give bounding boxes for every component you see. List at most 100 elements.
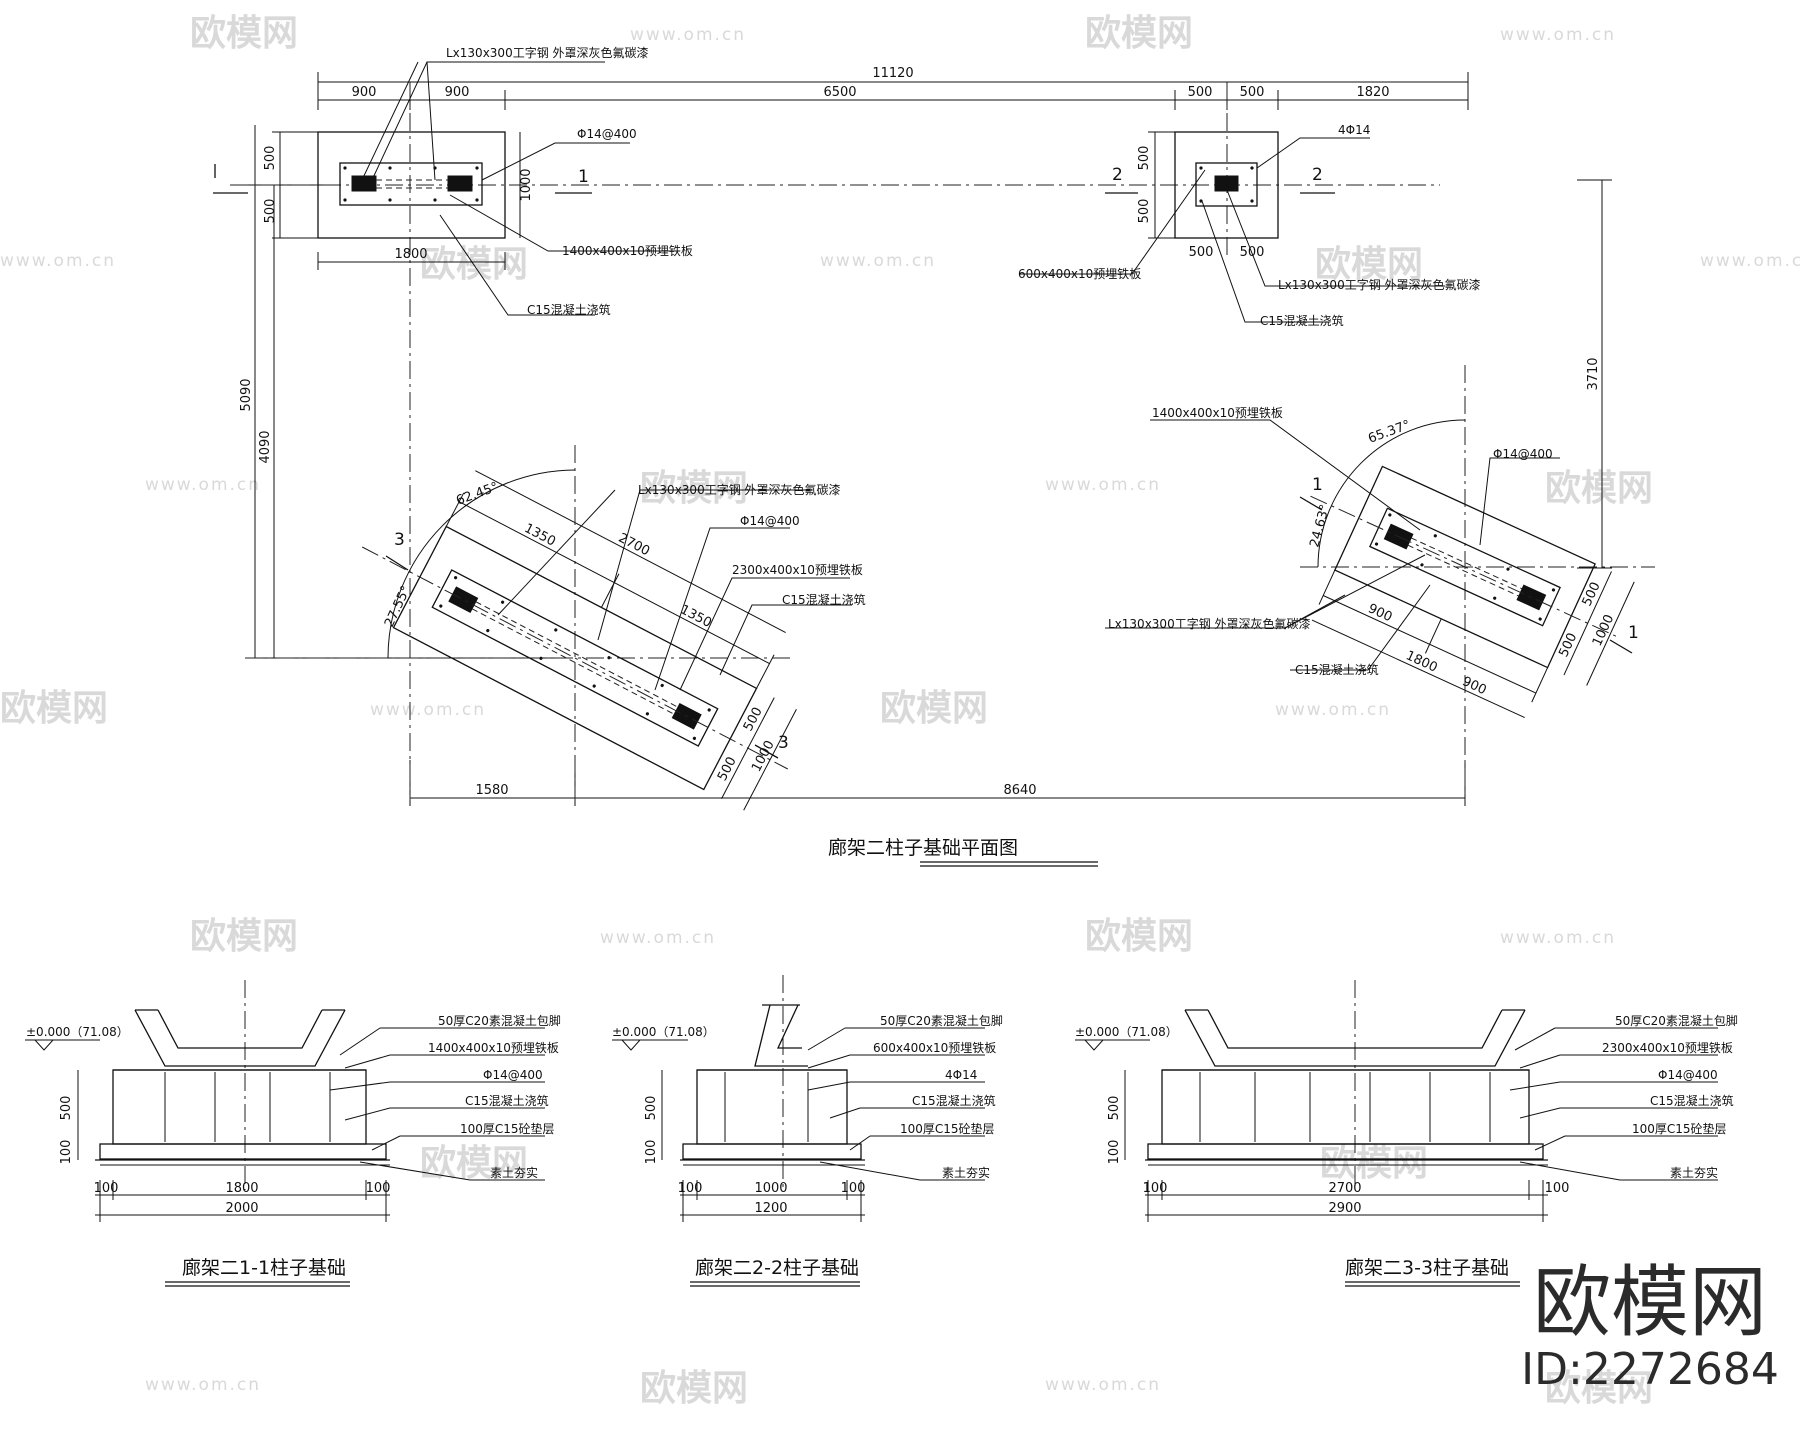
section-mark-1: 1 — [1628, 623, 1639, 643]
f2-dim-500: 500 — [1137, 146, 1152, 171]
sec2-note-0: 50厚C20素混凝土包脚 — [880, 1013, 1003, 1028]
watermark-site: www.om.cn — [370, 700, 486, 720]
dim-overall: 11120 — [872, 66, 913, 81]
f1-dim-500: 500 — [263, 199, 278, 224]
brand-id: ID:2272684 — [1521, 1344, 1779, 1395]
watermark-site: www.om.cn — [145, 475, 261, 495]
sec3-w100: 100 — [1545, 1181, 1570, 1196]
sec2-w100: 100 — [678, 1181, 703, 1196]
note-c15: C15混凝土浇筑 — [527, 302, 611, 317]
sec1-note-3: C15混凝土浇筑 — [465, 1093, 549, 1108]
sec1-note-1: 1400x400x10预埋铁板 — [428, 1041, 559, 1055]
sec2-title: 廊架二2-2柱子基础 — [695, 1257, 859, 1279]
angle-24: 24.63° — [1307, 503, 1333, 549]
level-mark: ±0.000（71.08） — [1075, 1025, 1178, 1039]
dim-5090: 5090 — [239, 378, 254, 411]
watermark-site: www.om.cn — [1500, 25, 1616, 45]
dim-4090: 4090 — [258, 430, 273, 463]
f4-dim-1800: 1800 — [1403, 648, 1439, 675]
f4-dim-500: 500 — [1556, 631, 1580, 660]
section-mark-2: 2 — [1312, 165, 1323, 185]
sec2-note-4: 100厚C15砼垫层 — [900, 1121, 995, 1136]
sec1-note-4: 100厚C15砼垫层 — [460, 1121, 555, 1136]
watermark-site: www.om.cn — [0, 251, 116, 271]
f3-dim-500: 500 — [741, 705, 766, 734]
watermark-site: www.om.cn — [1700, 251, 1800, 271]
f3-dim-2700: 2700 — [616, 531, 652, 560]
note-steel: Lx130x300工字钢 外罩深灰色氟碳漆 — [1108, 616, 1311, 631]
sec1-w-inner: 1800 — [225, 1181, 258, 1196]
sec1-note-0: 50厚C20素混凝土包脚 — [438, 1013, 561, 1028]
sec3-note-1: 2300x400x10预埋铁板 — [1602, 1041, 1733, 1055]
sec1-w100: 100 — [366, 1181, 391, 1196]
section-mark-3: 3 — [394, 530, 405, 550]
f2-dim-500: 500 — [1189, 245, 1214, 260]
watermark-brand: 欧模网 — [1085, 916, 1193, 957]
sec3-title: 廊架二3-3柱子基础 — [1345, 1257, 1509, 1279]
watermark-brand: 欧模网 — [190, 13, 298, 54]
f3-dim-500: 500 — [715, 755, 740, 784]
f1-dim-1800: 1800 — [394, 247, 427, 262]
footing-3-plan: 1350 2700 1350 500 1000 500 62.45° 27.55… — [361, 469, 866, 811]
watermark-brand: 欧模网 — [420, 1143, 528, 1184]
sec3-h500: 500 — [1107, 1096, 1122, 1121]
plan-side-dimensions: 5090 4090 3710 1580 8640 — [239, 125, 1612, 806]
watermark-site: www.om.cn — [820, 251, 936, 271]
plan-top-dimensions: 11120 900 900 6500 500 500 1820 — [317, 66, 1469, 110]
note-rebar4: 4Φ14 — [1338, 123, 1370, 137]
angle-62: 62.45° — [454, 480, 500, 509]
footing-2-plan: 500 500 500 500 2 2 4Φ14 600x400x10预埋铁板 … — [1018, 123, 1481, 328]
note-steel: Lx130x300工字钢 外罩深灰色氟碳漆 — [638, 482, 841, 497]
sec3-note-0: 50厚C20素混凝土包脚 — [1615, 1013, 1738, 1028]
dim-500: 500 — [1240, 85, 1265, 100]
f3-dim-1350: 1350 — [522, 521, 558, 550]
dim-500: 500 — [1188, 85, 1213, 100]
brand-stamp: 欧模网 ID:2272684 — [1515, 1262, 1785, 1396]
sec2-w100: 100 — [841, 1181, 866, 1196]
dim-8640: 8640 — [1003, 783, 1036, 798]
f1-dim-1000: 1000 — [519, 168, 534, 201]
note-c15: C15混凝土浇筑 — [1295, 662, 1379, 677]
watermark-brand: 欧模网 — [640, 1368, 748, 1409]
sec2-note-3: C15混凝土浇筑 — [912, 1093, 996, 1108]
note-c15: C15混凝土浇筑 — [782, 592, 866, 607]
note-plate-2300: 2300x400x10预埋铁板 — [732, 563, 863, 577]
dim-900: 900 — [352, 85, 377, 100]
watermark-site: www.om.cn — [1045, 475, 1161, 495]
watermark-brand: 欧模网 — [1315, 244, 1423, 285]
footing-1-plan: 500 500 1000 1800 1 Lx130x300工字钢 外罩深灰色氟碳… — [213, 45, 693, 317]
f2-dim-500: 500 — [1137, 199, 1152, 224]
plan-center-lines — [230, 82, 1655, 800]
sec1-h500: 500 — [59, 1096, 74, 1121]
sec3-note-3: C15混凝土浇筑 — [1650, 1093, 1734, 1108]
level-mark: ±0.000（71.08） — [612, 1025, 715, 1039]
sec2-w-inner: 1000 — [754, 1181, 787, 1196]
angle-65: 65.37° — [1366, 418, 1412, 447]
sec3-note-2: Φ14@400 — [1658, 1068, 1718, 1082]
watermark-brand: 欧模网 — [640, 468, 748, 509]
sec1-w-total: 2000 — [225, 1201, 258, 1216]
sec1-note-2: Φ14@400 — [483, 1068, 543, 1082]
sec2-w-total: 1200 — [754, 1201, 787, 1216]
watermark-site: www.om.cn — [600, 928, 716, 948]
section-mark-3: 3 — [778, 733, 789, 753]
f4-dim-1000: 1000 — [1590, 612, 1617, 648]
sec2-h500: 500 — [644, 1096, 659, 1121]
sec1-w100: 100 — [94, 1181, 119, 1196]
note-steel: Lx130x300工字钢 外罩深灰色氟碳漆 — [1278, 277, 1481, 292]
watermark-brand: 欧模网 — [1085, 13, 1193, 54]
sec3-note-4: 100厚C15砼垫层 — [1632, 1121, 1727, 1136]
sec2-note-5: 素土夯实 — [942, 1165, 990, 1180]
sec1-title: 廊架二1-1柱子基础 — [182, 1257, 346, 1279]
sec3-w100: 100 — [1143, 1181, 1168, 1196]
brand-name: 欧模网 — [1532, 1258, 1767, 1348]
section-mark-1: 1 — [578, 167, 589, 187]
watermark-brand: 欧模网 — [1545, 1368, 1653, 1409]
section-mark-2: 2 — [1112, 165, 1123, 185]
note-c15: C15混凝土浇筑 — [1260, 313, 1344, 328]
dim-900: 900 — [445, 85, 470, 100]
note-plate-1400: 1400x400x10预埋铁板 — [1152, 406, 1283, 420]
watermark-site: www.om.cn — [1045, 1375, 1161, 1395]
